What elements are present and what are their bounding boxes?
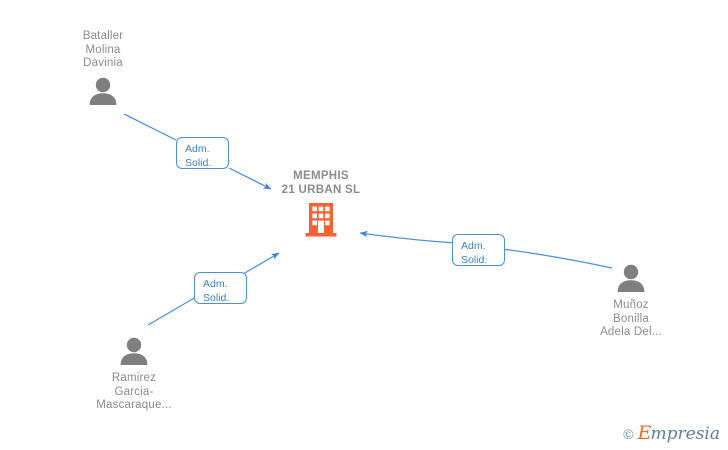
edge-line-ramirez-in [147,296,197,326]
person-icon [120,337,148,365]
person-icon [617,264,645,292]
person-node-munoz-bonilla-adela-del[interactable]: Muñoz Bonilla Adela Del... [551,264,711,340]
edge-label-munoz[interactable]: Adm. Solid. [452,234,505,266]
empresia-watermark: © Empresia [623,424,720,444]
brand-initial: E [637,422,652,444]
company-name: MEMPHIS 21 URBAN SL [281,170,361,196]
person-label: Bataller Molina Davinia [82,30,124,69]
brand-rest: mpresia [650,424,721,444]
person-node-bataller-molina-davinia[interactable]: Bataller Molina Davinia [23,30,183,105]
company-node-memphis-21-urban-sl[interactable]: MEMPHIS 21 URBAN SL [221,170,421,237]
edge-label-bataller[interactable]: Adm. Solid. [176,137,229,169]
copyright-icon: © [623,426,634,442]
person-label: Ramirez Garcia- Mascaraque... [96,372,172,411]
person-node-ramirez-garcia-mascaraque[interactable]: Ramirez Garcia- Mascaraque... [54,337,214,413]
person-label: Muñoz Bonilla Adela Del... [600,299,662,338]
person-icon [89,77,117,105]
edge-line-bataller-in [123,113,177,141]
building-icon [305,203,337,237]
brand-wordmark: Empresia [638,424,720,444]
edge-label-ramirez[interactable]: Adm. Solid. [194,272,247,304]
